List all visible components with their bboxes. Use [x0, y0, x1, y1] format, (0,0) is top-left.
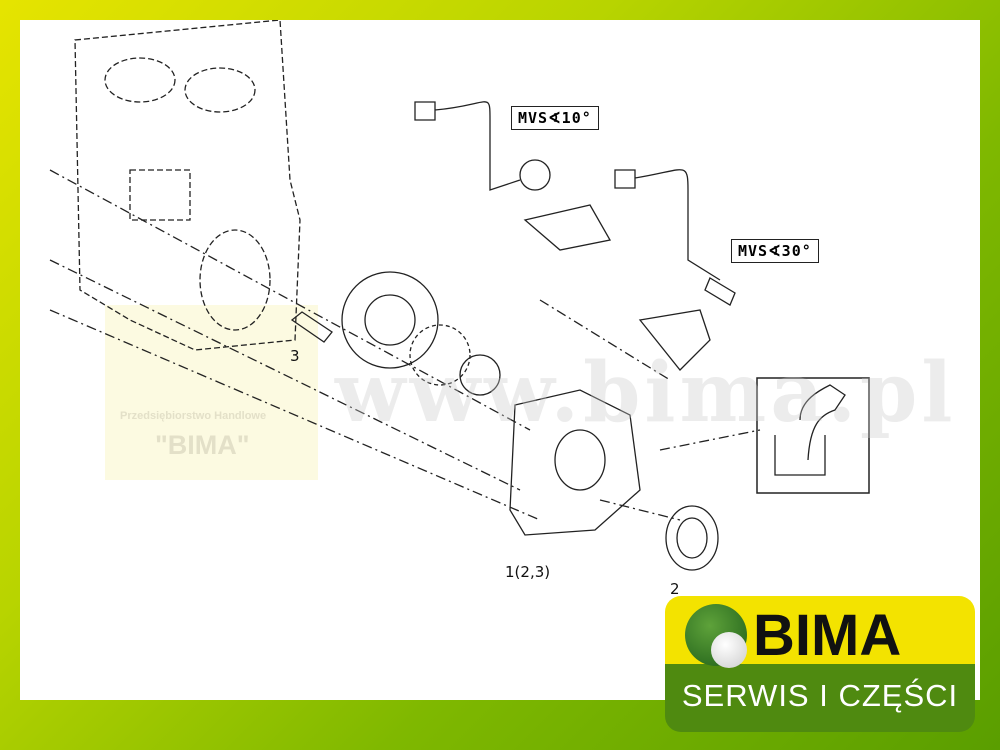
sensor-bracket-10	[523, 204, 612, 251]
sensor-30	[704, 277, 736, 306]
sensor-10	[519, 159, 551, 191]
watermark-name: "BIMA"	[155, 430, 250, 460]
logo-name: BIMA	[753, 603, 902, 668]
detail-box	[756, 377, 870, 494]
part-label-1: 1(2,3)	[505, 563, 551, 581]
callout-mvs-10: MVS∢10°	[511, 106, 599, 130]
watermark-box	[105, 305, 318, 480]
sensor-cable-10	[414, 101, 521, 191]
engine-block	[74, 20, 301, 351]
watermark-url: www.bima.pl	[335, 345, 957, 441]
sensor-bracket-30	[638, 309, 711, 371]
sensor-cable-30	[614, 169, 721, 281]
part-label-2: 2	[670, 580, 680, 598]
watermark-company: Przedsiębiorstwo Handlowe	[120, 410, 267, 422]
exploded-parts-drawing	[49, 20, 870, 571]
guide-lines	[49, 169, 761, 521]
bolt	[290, 311, 333, 343]
rotor-outer	[409, 324, 471, 386]
rotor-inner	[459, 354, 501, 396]
part-label-3: 3	[290, 347, 300, 365]
callout-mvs-30: MVS∢30°	[731, 239, 819, 263]
diagram-canvas: Przedsiębiorstwo Handlowe "BIMA"	[20, 20, 980, 700]
logo-ball-highlight-icon	[711, 632, 747, 668]
bima-logo: BIMA SERWIS I CZĘŚCI	[665, 596, 975, 734]
oil-pump-housing	[509, 389, 641, 536]
gasket	[341, 271, 439, 369]
seal-ring	[665, 505, 719, 571]
logo-tagline: SERWIS I CZĘŚCI	[681, 678, 959, 713]
